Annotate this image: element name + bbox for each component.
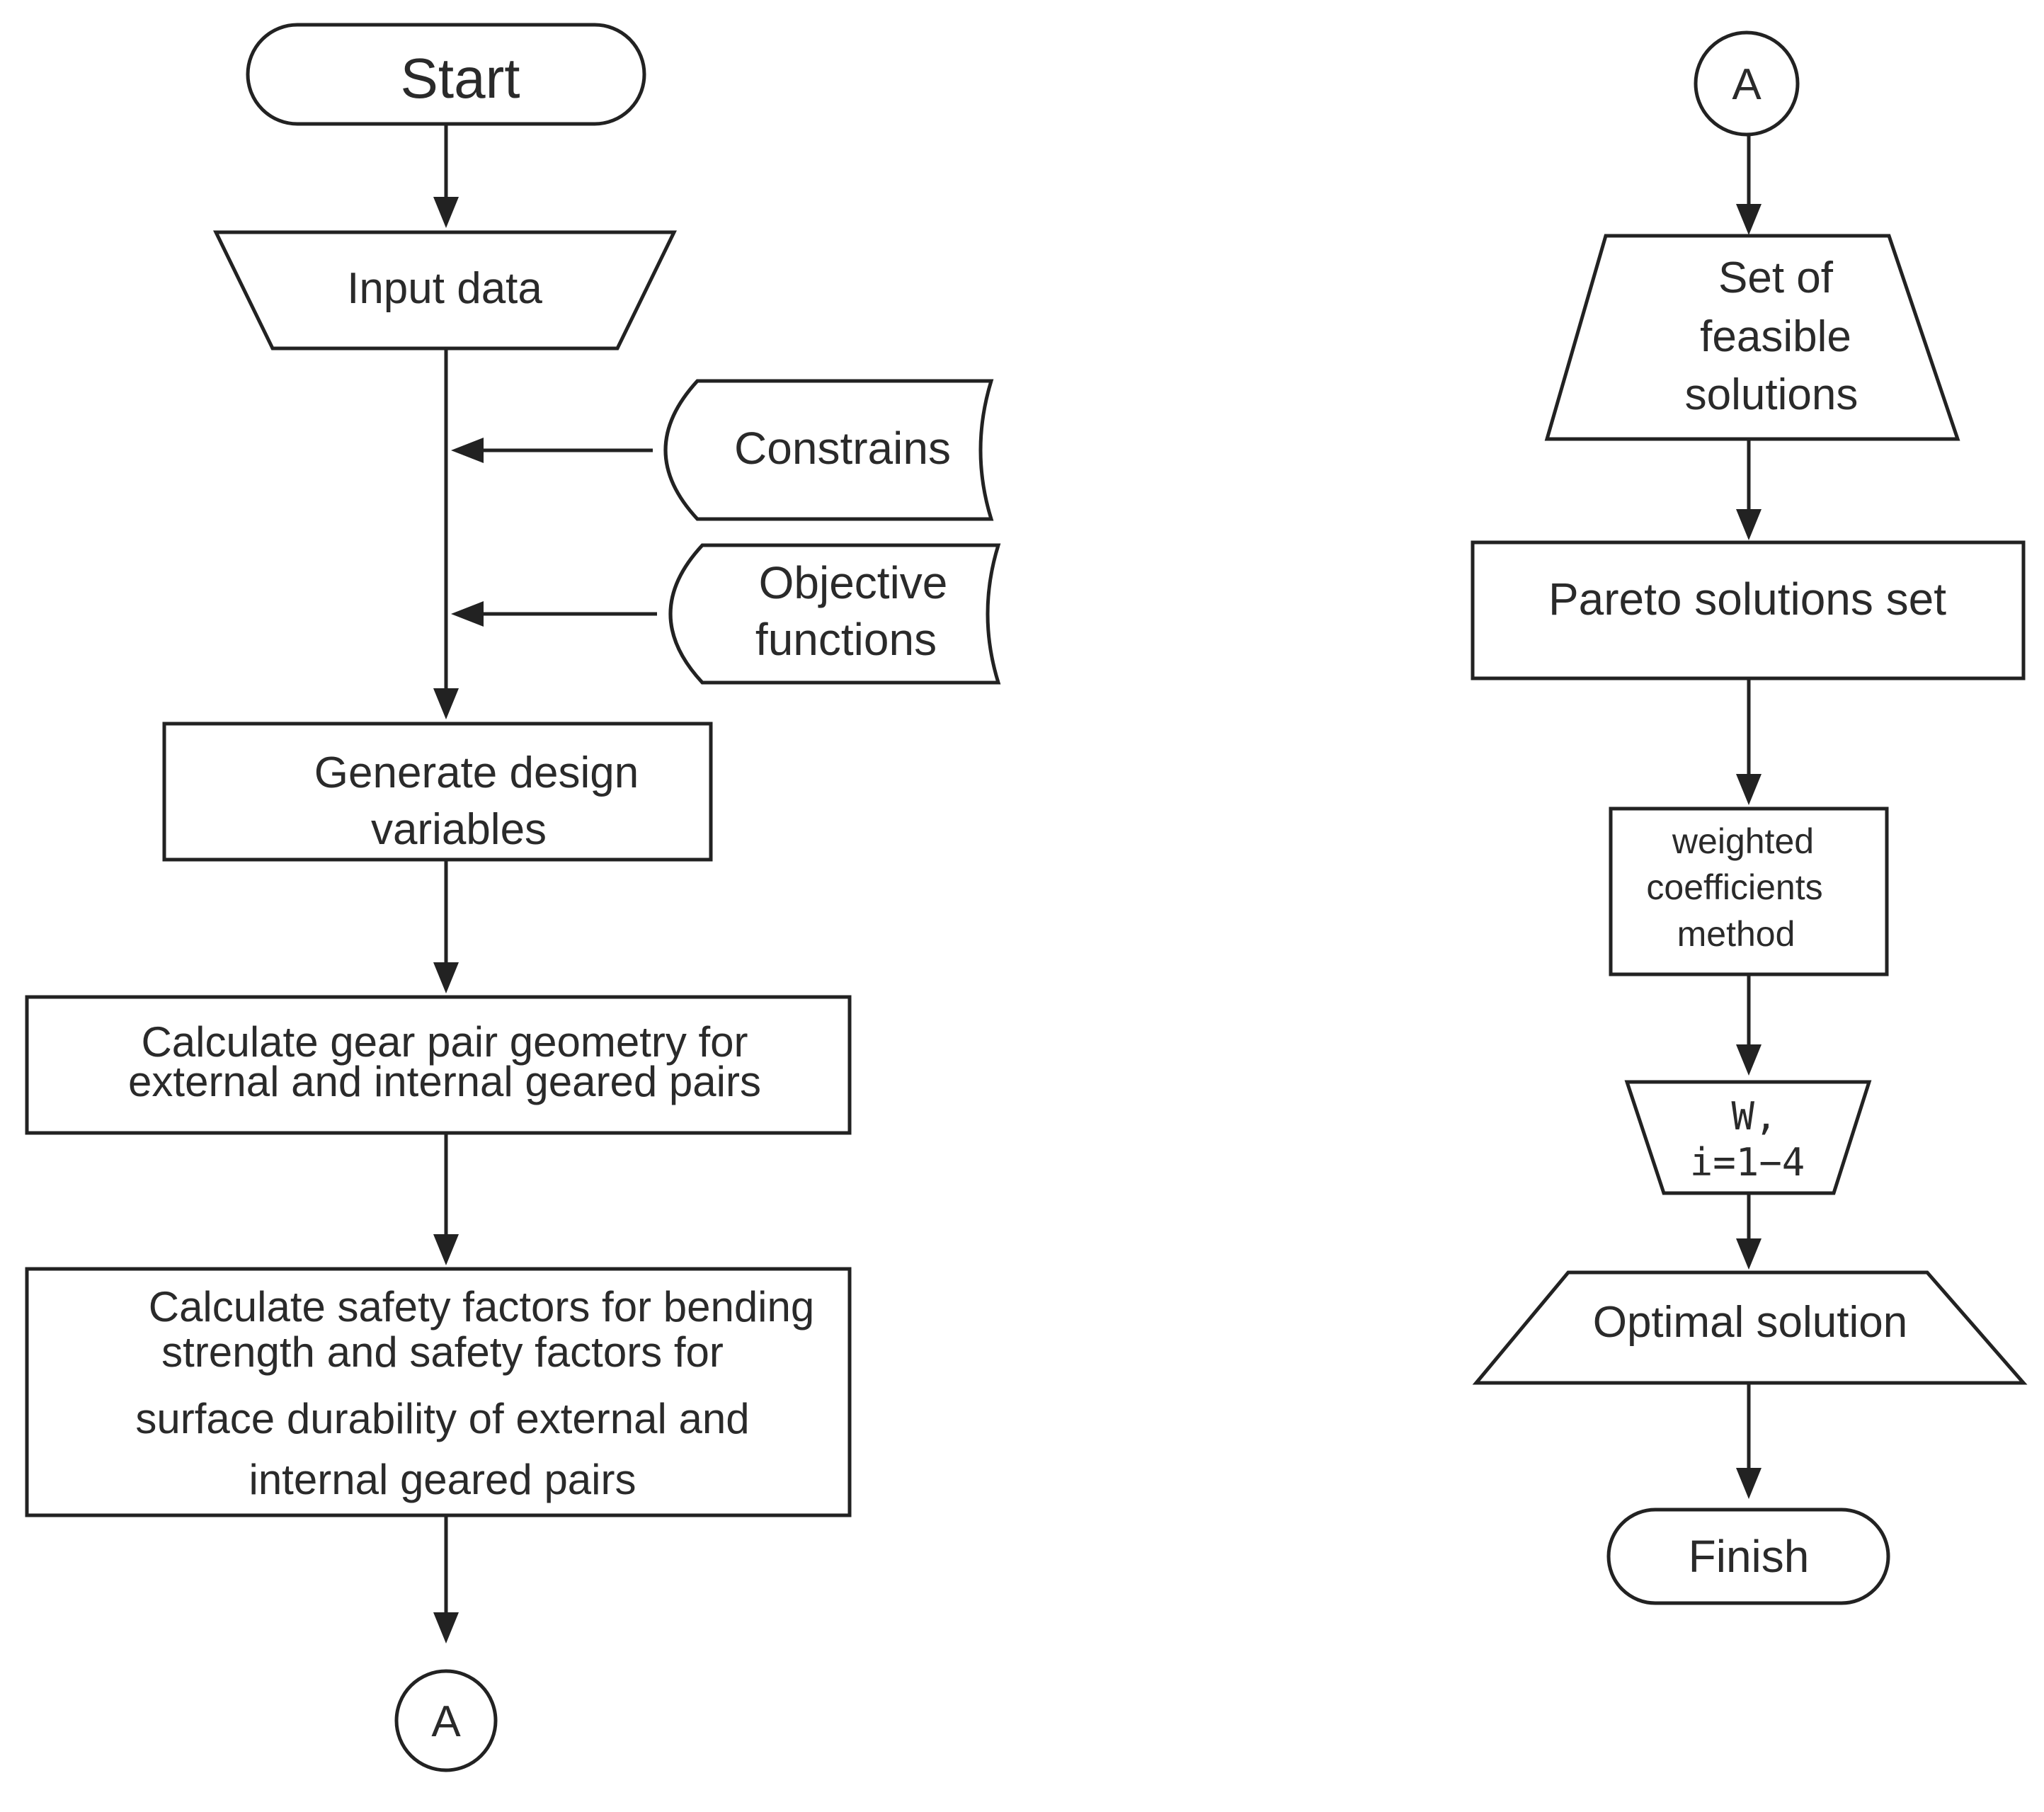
pareto-solutions-process: Pareto solutions set bbox=[1471, 540, 2026, 680]
edge-weighted-to-weights bbox=[1736, 974, 1762, 1076]
edge-geometry-to-safety bbox=[433, 1133, 459, 1265]
objective-functions-line-1: Objective bbox=[759, 557, 948, 608]
calculate-geometry-line-2: external and internal geared pairs bbox=[128, 1058, 761, 1105]
start-terminal: Start bbox=[246, 23, 646, 126]
connector-a-in-label: A bbox=[1732, 60, 1762, 109]
calculate-safety-factors-line-3: surface durability of external and bbox=[135, 1395, 749, 1442]
weights-line-2: i=1−4 bbox=[1690, 1140, 1805, 1185]
weighted-coefficients-line-3: method bbox=[1677, 914, 1795, 954]
weights-input-shape: W, i=1−4 bbox=[1624, 1080, 1872, 1195]
weighted-coefficients-line-1: weighted bbox=[1672, 821, 1814, 861]
edge-safety-to-connector bbox=[433, 1515, 459, 1643]
weights-line-1: W, bbox=[1731, 1094, 1777, 1139]
connector-a-in: A bbox=[1694, 30, 1800, 137]
pareto-solutions-label: Pareto solutions set bbox=[1548, 574, 1946, 625]
weighted-coefficients-line-2: coefficients bbox=[1646, 867, 1822, 907]
edge-input-to-generate bbox=[433, 348, 459, 719]
edge-constrains-to-main bbox=[451, 438, 653, 463]
edge-start-to-input bbox=[433, 124, 459, 228]
calculate-safety-factors-process: Calculate safety factors for bending str… bbox=[25, 1267, 852, 1517]
generate-design-variables-line-1: Generate design bbox=[314, 748, 639, 797]
edge-optimal-to-finish bbox=[1736, 1383, 1762, 1499]
feasible-solutions-shape: Set of feasible solutions bbox=[1544, 234, 1960, 441]
connector-a-out-label: A bbox=[431, 1697, 461, 1746]
feasible-solutions-line-2: feasible bbox=[1700, 312, 1851, 361]
constrains-label: Constrains bbox=[734, 423, 951, 474]
input-data-shape: Input data bbox=[212, 230, 678, 351]
edge-weights-to-optimal bbox=[1736, 1193, 1762, 1270]
input-data-label: Input data bbox=[347, 264, 542, 313]
finish-terminal: Finish bbox=[1606, 1508, 1890, 1605]
calculate-geometry-process: Calculate gear pair geometry for externa… bbox=[25, 995, 852, 1135]
weighted-coefficients-process: weighted coefficients method bbox=[1609, 807, 1889, 976]
edge-pareto-to-weighted bbox=[1736, 678, 1762, 805]
calculate-geometry-line-1: Calculate gear pair geometry for bbox=[141, 1018, 748, 1066]
objective-functions-line-2: functions bbox=[755, 614, 937, 665]
start-label: Start bbox=[401, 47, 520, 110]
edge-feasible-to-pareto bbox=[1736, 439, 1762, 540]
calculate-safety-factors-line-4: internal geared pairs bbox=[249, 1456, 636, 1503]
feasible-solutions-line-3: solutions bbox=[1685, 370, 1859, 419]
finish-label: Finish bbox=[1689, 1531, 1810, 1582]
connector-a-out: A bbox=[394, 1669, 498, 1772]
optimal-solution-shape: Optimal solution bbox=[1472, 1270, 2028, 1385]
feasible-solutions-line-1: Set of bbox=[1718, 253, 1834, 302]
generate-design-variables-process: Generate design variables bbox=[162, 722, 713, 862]
edge-objective-to-main bbox=[451, 601, 657, 627]
calculate-safety-factors-line-1: Calculate safety factors for bending bbox=[149, 1283, 815, 1330]
objective-functions-storage: Objective functions bbox=[668, 543, 1001, 685]
constrains-storage: Constrains bbox=[663, 379, 994, 521]
edge-generate-to-geometry bbox=[433, 860, 459, 993]
generate-design-variables-line-2: variables bbox=[371, 805, 547, 854]
edge-connector-to-feasible bbox=[1736, 135, 1762, 235]
calculate-safety-factors-line-2: strength and safety factors for bbox=[161, 1328, 724, 1376]
optimal-solution-label: Optimal solution bbox=[1593, 1298, 1908, 1347]
